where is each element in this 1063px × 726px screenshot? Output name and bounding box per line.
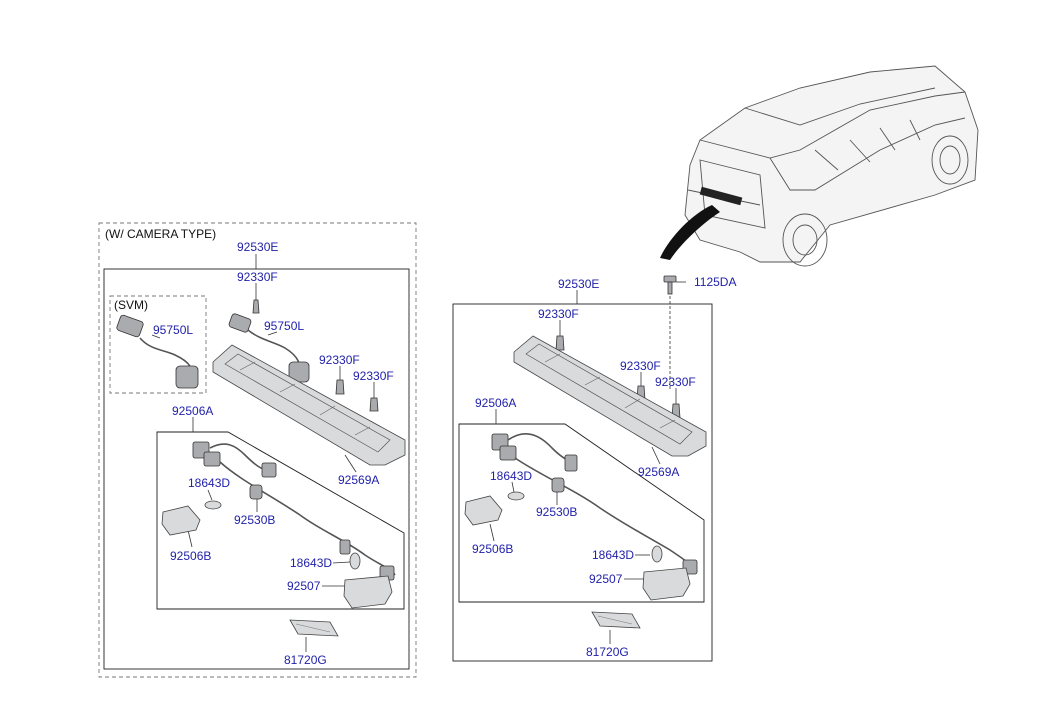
lens-81720G <box>289 619 339 637</box>
label-18643D-a-right: 18643D <box>490 469 532 483</box>
label-92330F-top-right: 92330F <box>538 307 579 321</box>
left-inner-box <box>156 431 405 610</box>
bolt-1125DA-icon <box>663 275 677 295</box>
label-92330F-mid: 92330F <box>319 353 360 367</box>
bulb-icons <box>204 500 361 570</box>
license-lamps <box>161 505 393 609</box>
label-95750L-svm: 95750L <box>153 323 193 337</box>
garnish-bracket-right <box>513 335 707 457</box>
svm-camera-harness <box>116 314 199 389</box>
label-92330F-mid-right: 92330F <box>620 359 661 373</box>
clip-icons <box>252 299 379 412</box>
camera-type-header: (W/ CAMERA TYPE) <box>105 227 216 241</box>
label-92569A: 92569A <box>338 473 379 487</box>
label-18643D-a: 18643D <box>188 476 230 490</box>
label-92506B: 92506B <box>170 549 211 563</box>
license-lamps-right <box>464 495 691 601</box>
bulb-icons-right <box>507 491 663 563</box>
left-outer-box <box>103 268 410 670</box>
label-92507: 92507 <box>287 579 321 593</box>
label-92506B-right: 92506B <box>472 542 513 556</box>
label-92507-right: 92507 <box>589 572 623 586</box>
camera-harness <box>228 313 310 383</box>
label-92330F-top: 92330F <box>237 270 278 284</box>
label-92506A: 92506A <box>172 404 213 418</box>
license-wiring-right <box>491 433 698 575</box>
garnish-bracket <box>212 344 406 466</box>
label-92330F-right-right: 92330F <box>655 375 696 389</box>
label-18643D-b: 18643D <box>290 556 332 570</box>
label-81720G-right: 81720G <box>586 645 629 659</box>
label-92330F-right: 92330F <box>353 369 394 383</box>
lens-81720G-right <box>591 611 641 629</box>
label-81720G: 81720G <box>284 653 327 667</box>
vehicle-illustration <box>660 65 979 267</box>
svm-dashed-frame <box>109 295 207 394</box>
label-92569A-right: 92569A <box>638 465 679 479</box>
label-92530B-right: 92530B <box>536 505 577 519</box>
label-92506A-right: 92506A <box>475 396 516 410</box>
label-18643D-b-right: 18643D <box>592 548 634 562</box>
right-inner-box <box>458 423 705 603</box>
label-92530E: 92530E <box>237 240 278 254</box>
label-1125DA: 1125DA <box>694 275 736 289</box>
label-95750L: 95750L <box>264 319 304 333</box>
label-92530E-right: 92530E <box>558 277 599 291</box>
right-panel: 1125DA 92530E 92330F 92330F 92330F 92506… <box>452 65 979 662</box>
svm-header: (SVM) <box>114 298 148 312</box>
right-outer-box <box>452 303 713 662</box>
label-92530B: 92530B <box>234 513 275 527</box>
left-panel: (W/ CAMERA TYPE) (SVM) <box>98 222 417 678</box>
